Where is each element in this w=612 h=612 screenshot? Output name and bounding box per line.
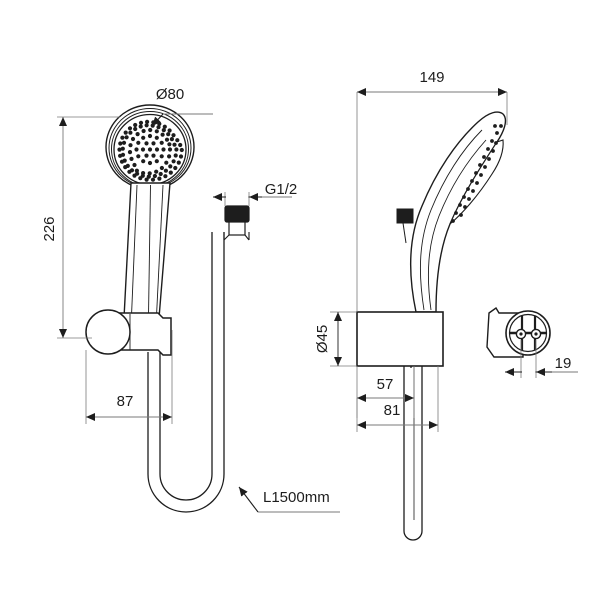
hose-side-outer: [403, 366, 423, 541]
hose-front: [147, 232, 225, 513]
front-elevation-view: Ø80 226 87 G1/2 L1500: [41, 86, 340, 513]
dim-hose-length-label: L1500mm: [263, 489, 330, 506]
dim-bracket-width-label: 81: [384, 402, 401, 419]
dim-head-diameter-label: Ø80: [156, 86, 184, 103]
hose-inner-wall: [159, 232, 213, 501]
dim-head-diameter-arrow: [151, 113, 164, 127]
handle-side-highlight-2: [427, 139, 487, 311]
handle-highlight-mid: [148, 184, 151, 317]
dim-overall-width: 149: [356, 69, 508, 312]
connector-collar: [228, 221, 246, 236]
handle-highlight-right: [156, 184, 164, 317]
handle-side-button-stem: [402, 222, 407, 244]
bracket-side-body: [356, 311, 444, 367]
dim-bracket-width: 81: [356, 366, 439, 432]
dim-hose-length: L1500mm: [238, 486, 340, 513]
dim-total-height-label: 226: [41, 216, 58, 241]
dim-hole-spacing-label: 19: [555, 355, 572, 372]
spray-face-texture: [451, 124, 503, 223]
dim-head-diameter: Ø80: [151, 86, 213, 127]
hose-outer-wall: [147, 232, 225, 513]
wall-bracket-side: [356, 311, 444, 367]
dim-bracket-depth: 87: [85, 330, 173, 424]
handle-side-body: [409, 111, 507, 313]
shower-head-front: [105, 104, 195, 190]
connector-taper-right: [244, 234, 250, 241]
handle-highlight-left: [131, 184, 138, 317]
hose-connector-front: [223, 205, 250, 241]
screw-hole-left-center: [519, 332, 523, 336]
dim-thread-size-label: G1/2: [265, 181, 298, 198]
dim-thread-size: G1/2: [213, 181, 297, 206]
dim-hose-length-arrow: [238, 486, 259, 513]
connector-nut: [224, 205, 250, 223]
dim-total-height: 226: [41, 116, 120, 339]
spray-nozzle-pattern: [117, 119, 184, 182]
dim-hole-spacing: 19: [505, 340, 578, 378]
bracket-detail-view: 19: [486, 306, 578, 378]
handle-side: [396, 111, 507, 313]
handle-side-highlight-1: [419, 129, 483, 311]
handle-side-button: [396, 208, 414, 224]
dim-bracket-height: Ø45: [314, 311, 357, 367]
dim-bracket-height-label: Ø45: [314, 325, 331, 353]
screw-hole-right-center: [534, 332, 538, 336]
bracket-wall-plate: [85, 309, 131, 355]
dim-bracket-offset-label: 57: [377, 376, 394, 393]
side-elevation-view: 149 Ø45 57 81: [314, 69, 508, 541]
dim-overall-width-label: 149: [419, 69, 444, 86]
connector-taper-left: [223, 234, 230, 241]
dim-bracket-offset: 57: [356, 366, 415, 418]
wall-bracket-front: [85, 309, 172, 356]
dim-bracket-depth-label: 87: [117, 393, 134, 410]
